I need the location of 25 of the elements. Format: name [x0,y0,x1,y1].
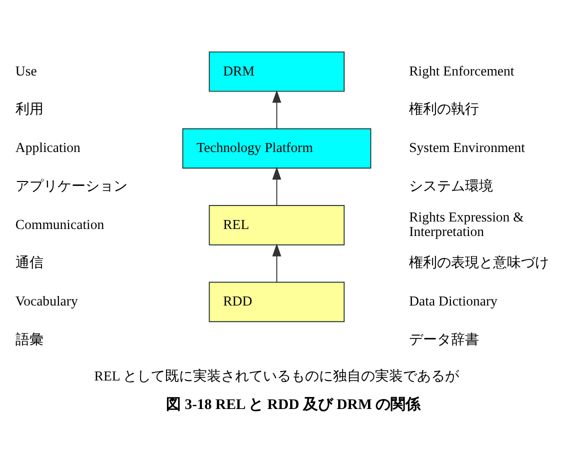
label: Data Dictionary [409,293,498,308]
node-box: RDD [208,281,345,322]
label: 権利の表現と意味づけ [409,254,550,270]
node-box: Technology Platform [182,128,372,168]
label: Right Enforcement [409,62,514,78]
label: REL として既に実装されているものに独自の実装であるが [94,368,460,383]
label: 通信 [15,254,44,270]
label: Communication [15,216,104,232]
arrow [272,166,282,206]
label: アプリケーション [15,178,128,193]
node-box: REL [208,204,345,245]
label: Vocabulary [15,293,78,308]
node-box: DRM [208,50,345,92]
label: Rights Expression & Interpretation [409,208,524,239]
label: Application [15,140,80,155]
label: System Environment [409,140,525,155]
arrow [272,89,282,129]
label: 利用 [15,101,44,116]
arrow [272,243,282,282]
label: 権利の執行 [409,101,480,116]
caption: 図 3-18 REL と RDD 及び DRM の関係 [166,396,421,413]
label: 語彙 [15,331,44,346]
label: システム環境 [409,178,494,193]
label: データ辞書 [409,331,480,346]
label: Use [15,62,37,78]
